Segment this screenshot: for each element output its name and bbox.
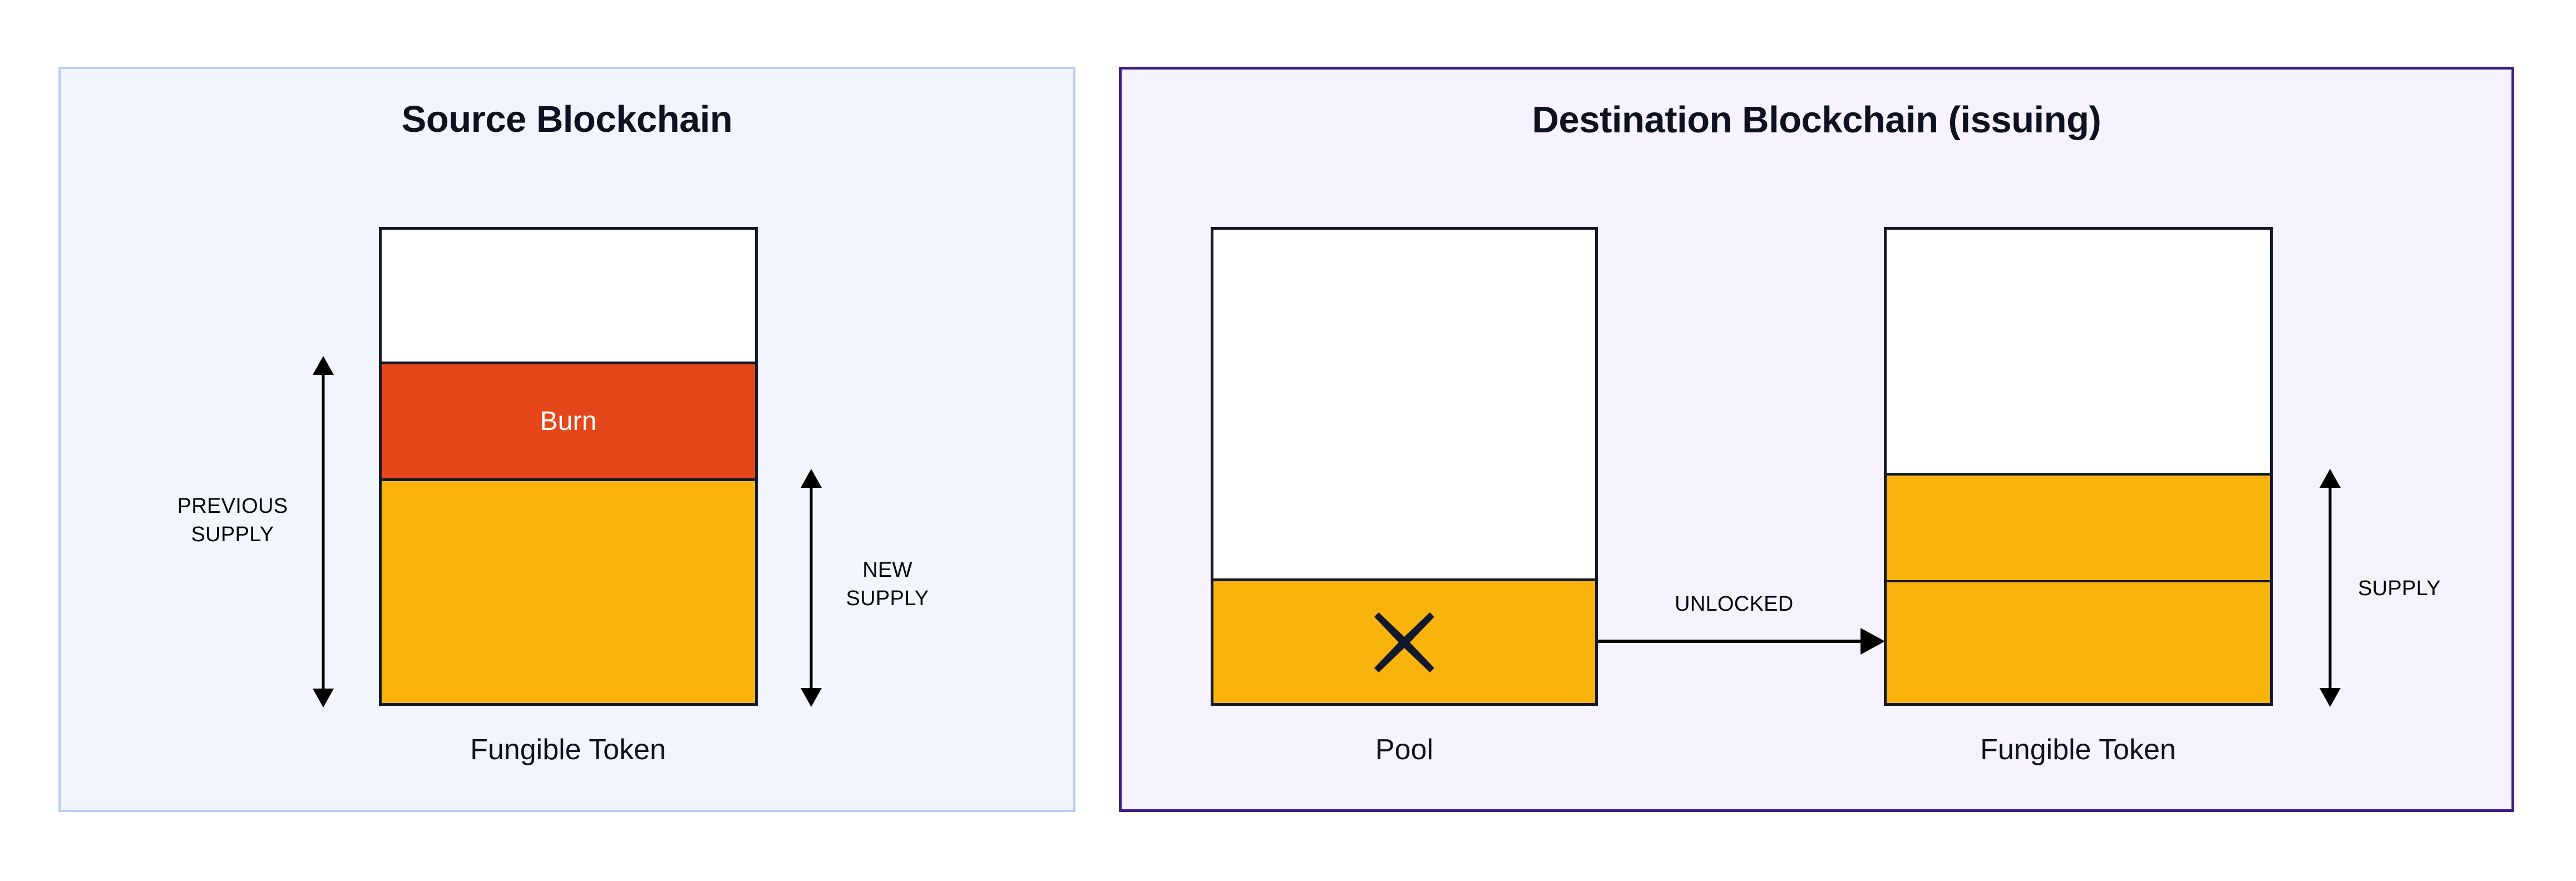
destination-fungible-token-bar: [1884, 227, 2273, 706]
new-supply-measure-arrow: [797, 469, 825, 707]
supply-label: SUPPLY: [2358, 577, 2441, 600]
source-bar-segment-remaining-supply: [382, 478, 755, 703]
destination-fungible-token-caption: Fungible Token: [1980, 734, 2176, 766]
new-supply-label: NEW SUPPLY: [846, 558, 929, 611]
source-panel-title: Source Blockchain: [401, 98, 733, 140]
source-bar-segment-burn: Burn: [382, 362, 755, 478]
unlocked-flow-label: UNLOCKED: [1675, 592, 1794, 616]
source-fungible-token-bar: Burn: [379, 227, 758, 706]
burn-label: Burn: [540, 407, 597, 436]
dest-bar-segment-unlocked-supply: [1887, 580, 2270, 703]
supply-measure-arrow: [2316, 469, 2344, 707]
destination-panel-title: Destination Blockchain (issuing): [1532, 99, 2101, 141]
source-fungible-token-caption: Fungible Token: [470, 734, 666, 766]
previous-supply-label: PREVIOUS SUPPLY: [177, 494, 288, 547]
dest-bar-segment-empty: [1887, 230, 2270, 473]
x-mark-icon: [1374, 612, 1434, 672]
pool-bar: [1211, 227, 1598, 706]
unlocked-flow-arrow: [1598, 626, 1885, 657]
dest-bar-segment-existing-supply: [1887, 473, 2270, 580]
previous-supply-measure-arrow: [309, 356, 337, 707]
pool-segment-empty: [1213, 230, 1595, 578]
source-bar-segment-empty: [382, 230, 755, 362]
pool-segment-locked-tokens: [1213, 578, 1595, 703]
pool-caption: Pool: [1375, 734, 1434, 766]
